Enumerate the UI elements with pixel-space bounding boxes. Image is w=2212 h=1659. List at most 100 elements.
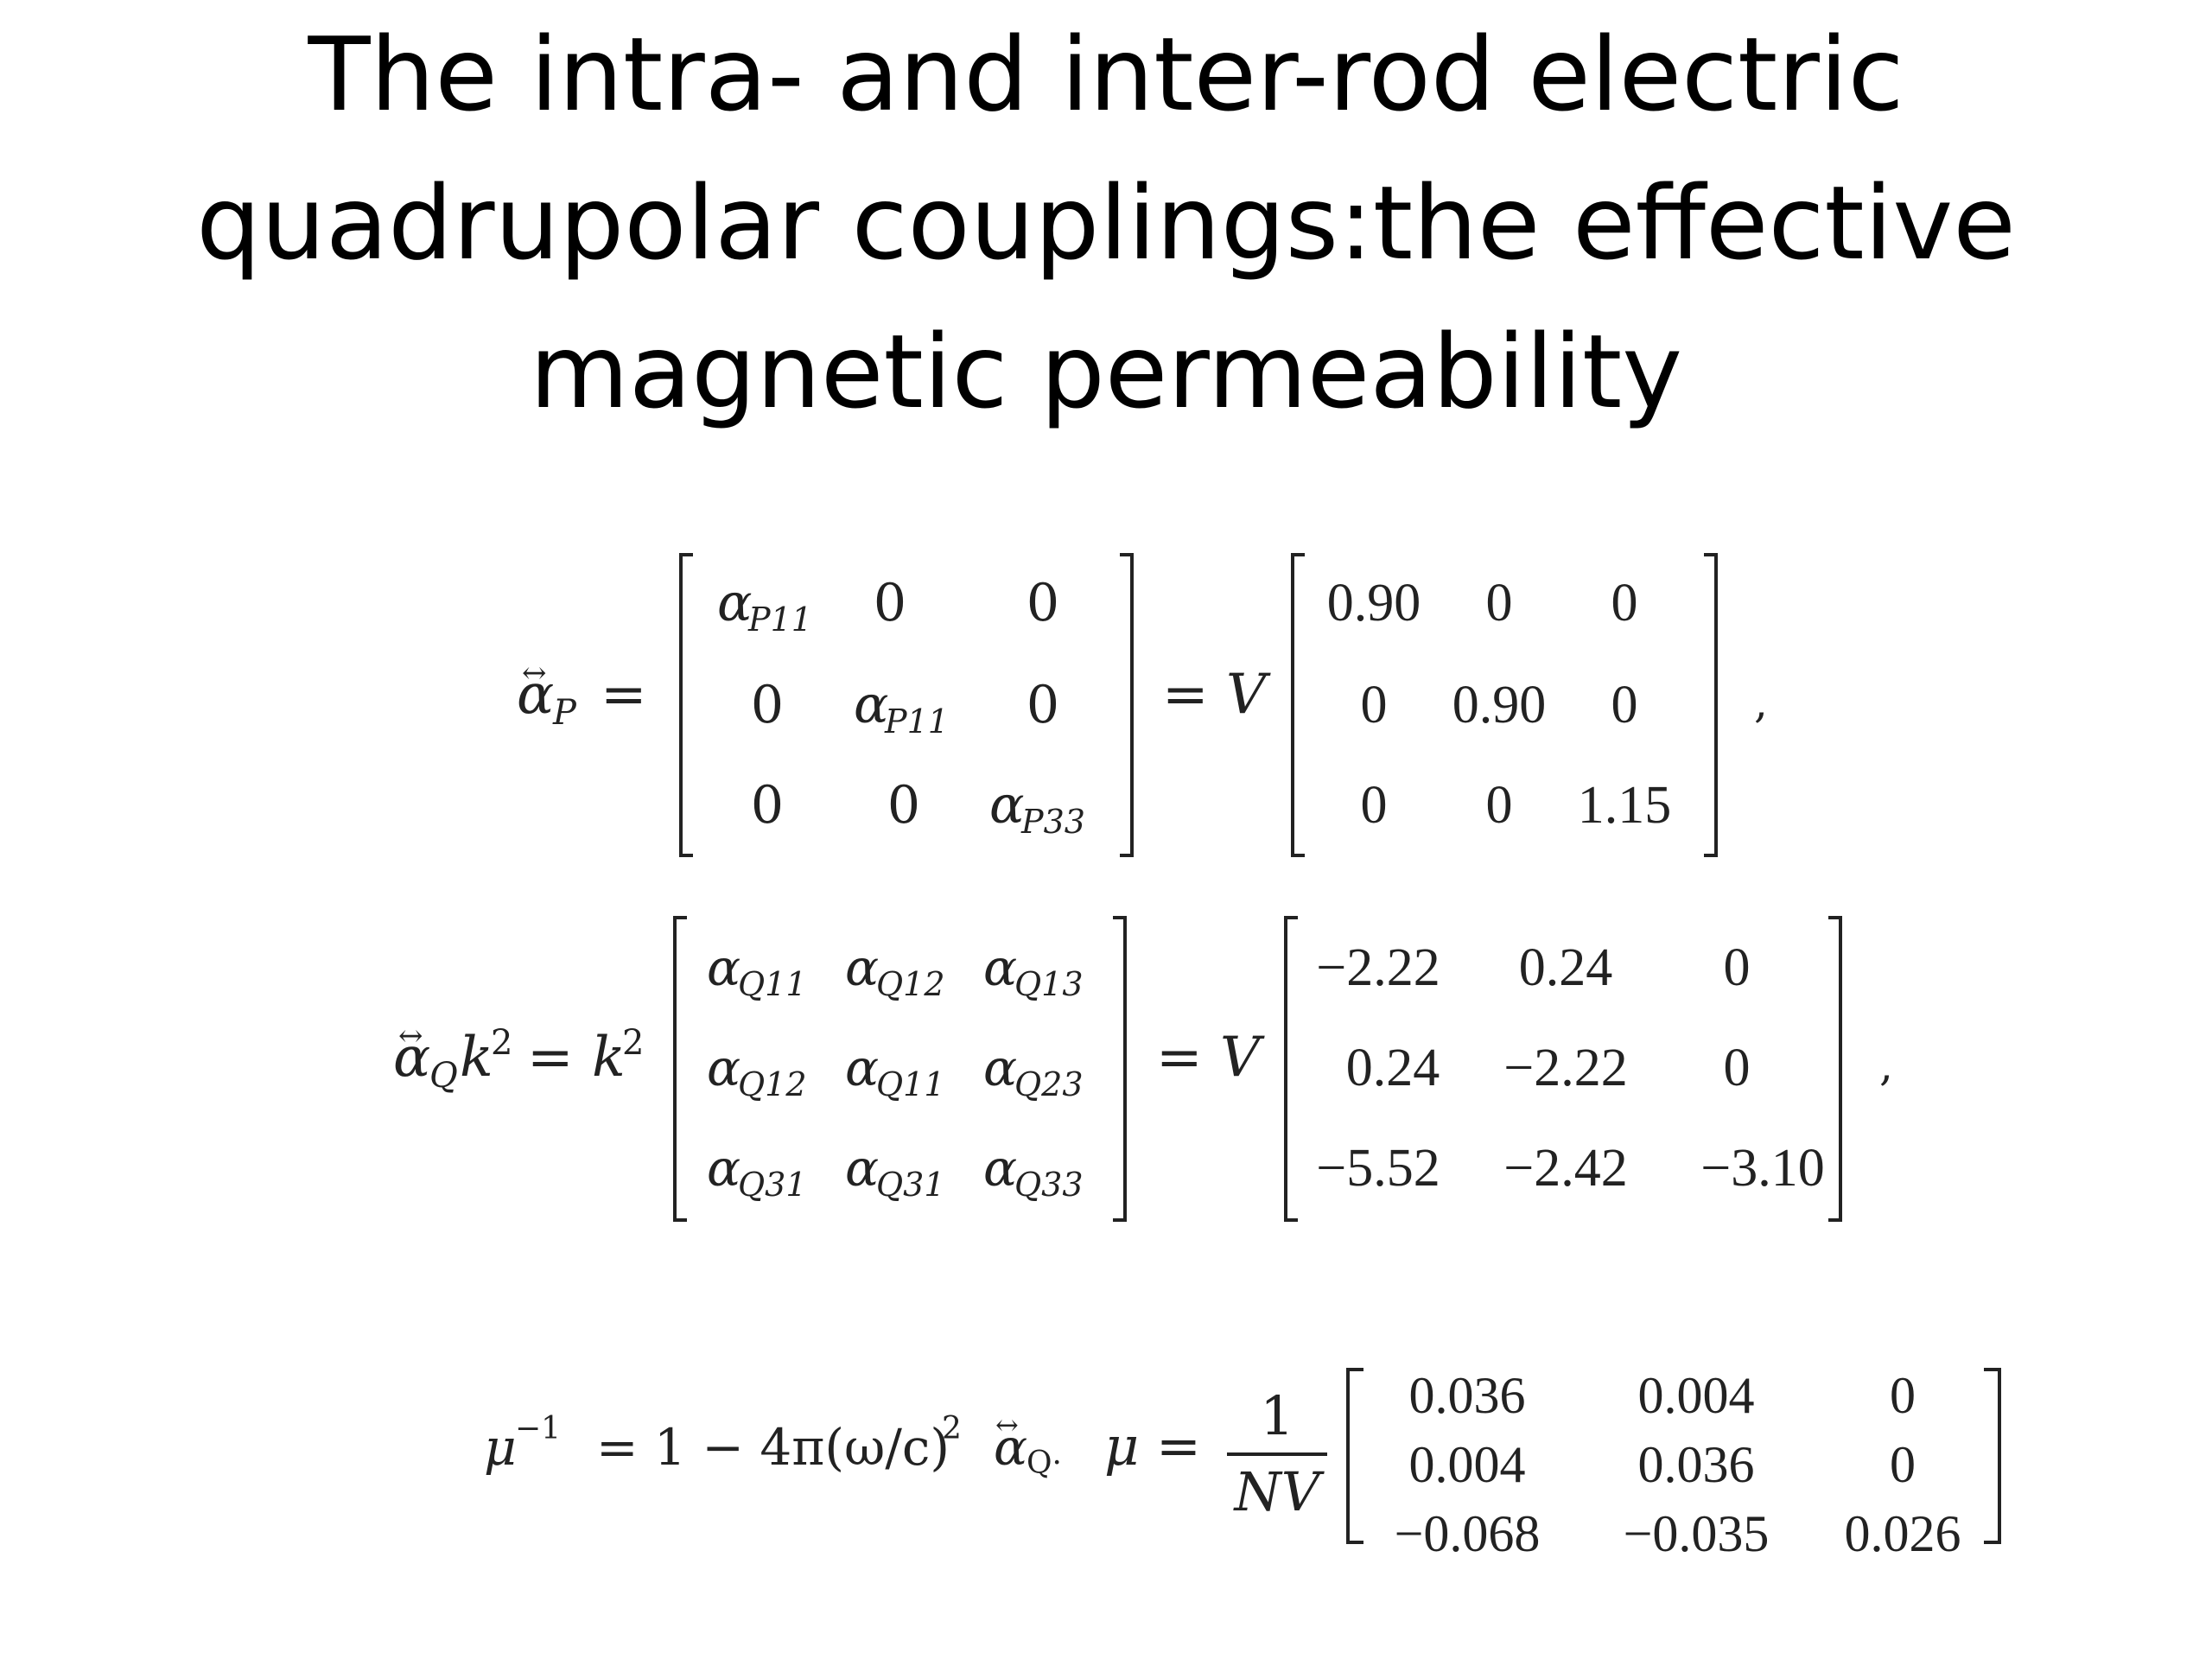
k-squared: 2	[622, 1023, 644, 1063]
matrix-cell: 0	[874, 573, 906, 633]
symbolic-matrix-q: α Q11 α Q12 α Q13 α Q12 α Q11 α Q23 α Q3…	[707, 938, 1084, 1204]
matrix-cell: 0	[751, 675, 784, 735]
equation-mu: μ −1 = 1 − 4π(ω/c) 2 α ↔ Q· μ = 1 NV 0.0…	[484, 1367, 2001, 1562]
value-matrix-p: 0.90 0 0 0 0.90 0 0 0 1.15	[1327, 574, 1672, 835]
matrix-cell: 0	[887, 775, 920, 836]
matrix-cell: α	[983, 1039, 1017, 1097]
equals-sign: =	[527, 1026, 574, 1090]
value-cell: 0	[1361, 776, 1388, 835]
matrix-cell-sub: Q13	[1014, 965, 1084, 1003]
matrix-cell: α	[707, 1139, 741, 1198]
matrix-cell: α	[854, 675, 889, 735]
matrix-cell: α	[989, 775, 1025, 836]
value-cell: 0.24	[1519, 938, 1613, 997]
matrix-cell-sub: P11	[747, 601, 812, 639]
value-cell: 0	[1611, 574, 1638, 632]
matrix-cell-sub: Q11	[876, 1065, 945, 1103]
matrix-cell-sub: Q23	[1014, 1065, 1084, 1103]
value-bracket-right	[1828, 916, 1842, 1222]
value-bracket-left	[1346, 1368, 1363, 1544]
value-cell: −0.068	[1395, 1505, 1541, 1562]
tensor-arrow: ↔	[522, 656, 547, 690]
value-cell: 0	[1611, 676, 1638, 734]
equation-alpha-q: α ↔ Q k 2 = k 2 α Q11 α Q12 α Q13 α Q12 …	[393, 916, 1893, 1222]
value-cell: 0	[1486, 776, 1513, 835]
value-bracket-left	[1291, 553, 1305, 857]
equation-alpha-p: α ↔ P = α P11 0 0 0 α P11 0 0 0 α P33 = …	[517, 553, 1768, 857]
value-matrix-q: −2.22 0.24 0 0.24 −2.22 0 −5.52 −2.42 −3…	[1316, 938, 1824, 1198]
value-cell: −3.10	[1700, 1139, 1824, 1198]
value-cell: −2.22	[1503, 1039, 1627, 1097]
matrix-cell-sub: P11	[884, 702, 949, 741]
matrix-cell: α	[983, 938, 1017, 997]
matrix-cell: α	[845, 938, 879, 997]
matrix-cell-sub: Q11	[738, 965, 807, 1003]
value-cell: 0.036	[1638, 1436, 1755, 1493]
value-cell: 0	[1724, 938, 1751, 997]
k-squared: 2	[491, 1023, 512, 1063]
matrix-bracket-left	[673, 916, 687, 1222]
equals-v: = V	[1162, 663, 1271, 727]
matrix-cell: α	[717, 573, 753, 633]
alpha-q-subscript: Q·	[1027, 1446, 1062, 1481]
value-cell: −0.035	[1624, 1505, 1770, 1562]
value-cell: 0	[1724, 1039, 1751, 1097]
mu-exponent: −1	[515, 1411, 561, 1446]
title-line-2: quadrupolar couplings:the effective	[196, 163, 2016, 283]
matrix-cell: α	[983, 1139, 1017, 1198]
matrix-cell-sub: Q12	[876, 965, 945, 1003]
matrix-cell-sub: Q31	[876, 1166, 945, 1204]
alpha-q-symbol: α	[994, 1418, 1027, 1477]
value-cell: 0	[1361, 676, 1388, 734]
value-cell: 0.036	[1409, 1367, 1526, 1424]
comma: ,	[1879, 1040, 1893, 1090]
matrix-cell: α	[845, 1139, 879, 1198]
equals-v: = V	[1156, 1026, 1265, 1090]
matrix-cell-sub: Q31	[738, 1166, 807, 1204]
value-bracket-right	[1984, 1368, 2001, 1544]
value-cell: 0.90	[1452, 676, 1547, 734]
tensor-arrow: ↔	[995, 1408, 1019, 1441]
value-bracket-left	[1284, 916, 1298, 1222]
matrix-cell: α	[845, 1039, 879, 1097]
value-cell: 0.90	[1327, 574, 1421, 632]
alpha-p-subscript: P	[552, 693, 577, 733]
value-cell: 0.004	[1409, 1436, 1526, 1493]
alpha-q-symbol: α	[393, 1026, 430, 1090]
value-cell: 0	[1890, 1367, 1916, 1424]
mu-symbol: μ	[484, 1418, 517, 1477]
matrix-cell: α	[707, 1039, 741, 1097]
matrix-cell-sub: Q33	[1014, 1166, 1084, 1204]
value-matrix-mu: 0.036 0.004 0 0.004 0.036 0 −0.068 −0.03…	[1395, 1367, 1961, 1562]
matrix-cell: 0	[1027, 675, 1059, 735]
symbolic-matrix-p: α P11 0 0 0 α P11 0 0 0 α P33	[717, 573, 1085, 841]
matrix-cell: α	[707, 938, 741, 997]
comma: ,	[1754, 677, 1768, 728]
equals-sign: =	[601, 663, 647, 727]
omega-squared: 2	[942, 1411, 962, 1446]
value-cell: −2.42	[1503, 1139, 1627, 1198]
value-cell: −5.52	[1316, 1139, 1440, 1198]
matrix-cell: 0	[751, 775, 784, 836]
value-cell: 0	[1890, 1436, 1916, 1493]
matrix-cell-sub: Q12	[738, 1065, 807, 1103]
value-cell: 0.026	[1845, 1505, 1961, 1562]
mu-equals: μ =	[1104, 1414, 1201, 1478]
title-line-1: The intra- and inter-rod electric	[308, 15, 1904, 134]
value-cell: −2.22	[1316, 938, 1440, 997]
alpha-p-symbol: α	[517, 663, 554, 727]
fraction-numerator: 1	[1260, 1384, 1294, 1447]
slide-title: The intra- and inter-rod electric quadru…	[0, 0, 2212, 446]
title-line-3: magnetic permeability	[529, 312, 1683, 431]
matrix-bracket-left	[679, 553, 693, 857]
k-symbol: k	[592, 1026, 626, 1090]
tensor-arrow: ↔	[398, 1019, 423, 1053]
value-cell: 1.15	[1578, 776, 1672, 835]
value-cell: 0.004	[1638, 1367, 1755, 1424]
value-bracket-right	[1704, 553, 1718, 857]
value-cell: 0.24	[1346, 1039, 1440, 1097]
matrix-cell-sub: P33	[1020, 803, 1085, 841]
matrix-cell: 0	[1027, 573, 1059, 633]
fraction-denominator: NV	[1232, 1460, 1325, 1523]
